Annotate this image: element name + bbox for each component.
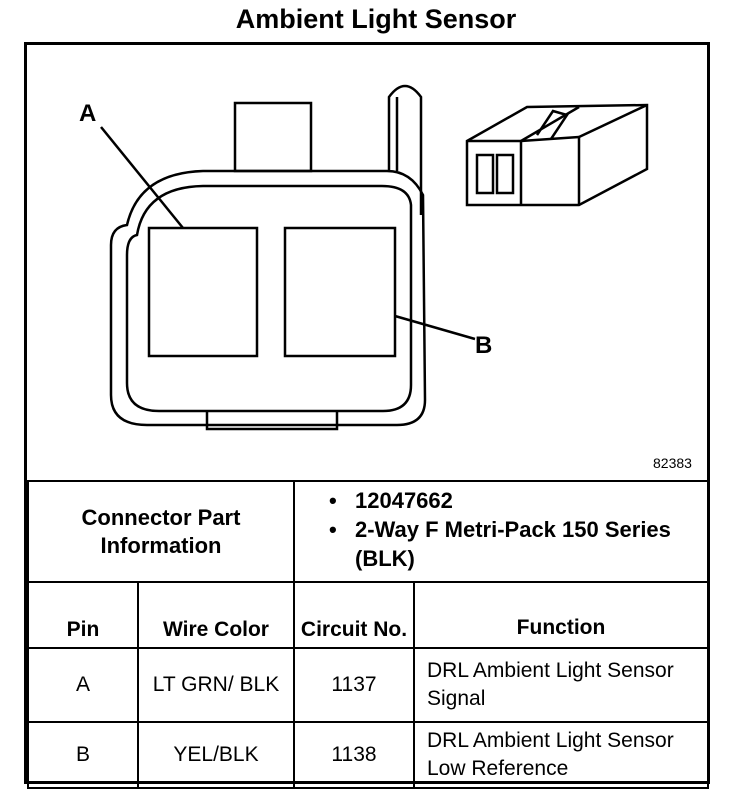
function-cell: DRL Ambient Light Sensor Low Reference <box>413 721 709 789</box>
part-number: 12047662 <box>329 486 707 515</box>
figure-number: 82383 <box>653 455 692 471</box>
cavity-a <box>147 226 259 358</box>
table-row: B YEL/BLK 1138 DRL Ambient Light Sensor … <box>27 721 709 789</box>
connector-type: 2-Way F Metri-Pack 150 Series (BLK) <box>329 515 707 573</box>
cavity-b <box>283 226 397 358</box>
connector-diagram: A B 82383 <box>27 45 707 480</box>
header-function: Function <box>413 581 709 649</box>
connector-lock-post <box>387 84 423 215</box>
pin-table: Pin Wire Color Circuit No. Function A LT… <box>27 581 709 789</box>
callout-b: B <box>475 332 492 359</box>
connector-3d-view <box>465 103 649 207</box>
diagram-title: Ambient Light Sensor <box>235 4 517 34</box>
header-circuit: Circuit No. <box>293 581 415 649</box>
callout-a: A <box>79 100 96 127</box>
pin-cell: B <box>27 721 139 789</box>
function-cell: DRL Ambient Light Sensor Signal <box>413 647 709 723</box>
diagram-frame: A B 82383 Connector Part Information 120… <box>24 42 710 789</box>
wire-color-cell: YEL/BLK <box>137 721 295 789</box>
connector-info-table: Connector Part Information 12047662 2-Wa… <box>27 480 709 583</box>
circuit-cell: 1137 <box>293 647 415 723</box>
connector-illustration: A B <box>79 84 649 431</box>
wire-color-cell: LT GRN/ BLK <box>137 647 295 723</box>
circuit-cell: 1138 <box>293 721 415 789</box>
pin-cell: A <box>27 647 139 723</box>
header-wire-color: Wire Color <box>137 581 295 649</box>
connector-shell-inner <box>125 184 413 413</box>
leader-line-a <box>100 126 184 229</box>
table-row: A LT GRN/ BLK 1137 DRL Ambient Light Sen… <box>27 647 709 723</box>
connector-bottom-key <box>205 411 339 431</box>
leader-line-b <box>394 314 476 341</box>
connector-latch-tab <box>233 101 313 173</box>
header-pin: Pin <box>27 581 139 649</box>
connector-part-label: Connector Part Information <box>27 480 295 583</box>
connector-shell-outer <box>109 169 427 427</box>
connector-part-details: 12047662 2-Way F Metri-Pack 150 Series (… <box>293 480 709 583</box>
